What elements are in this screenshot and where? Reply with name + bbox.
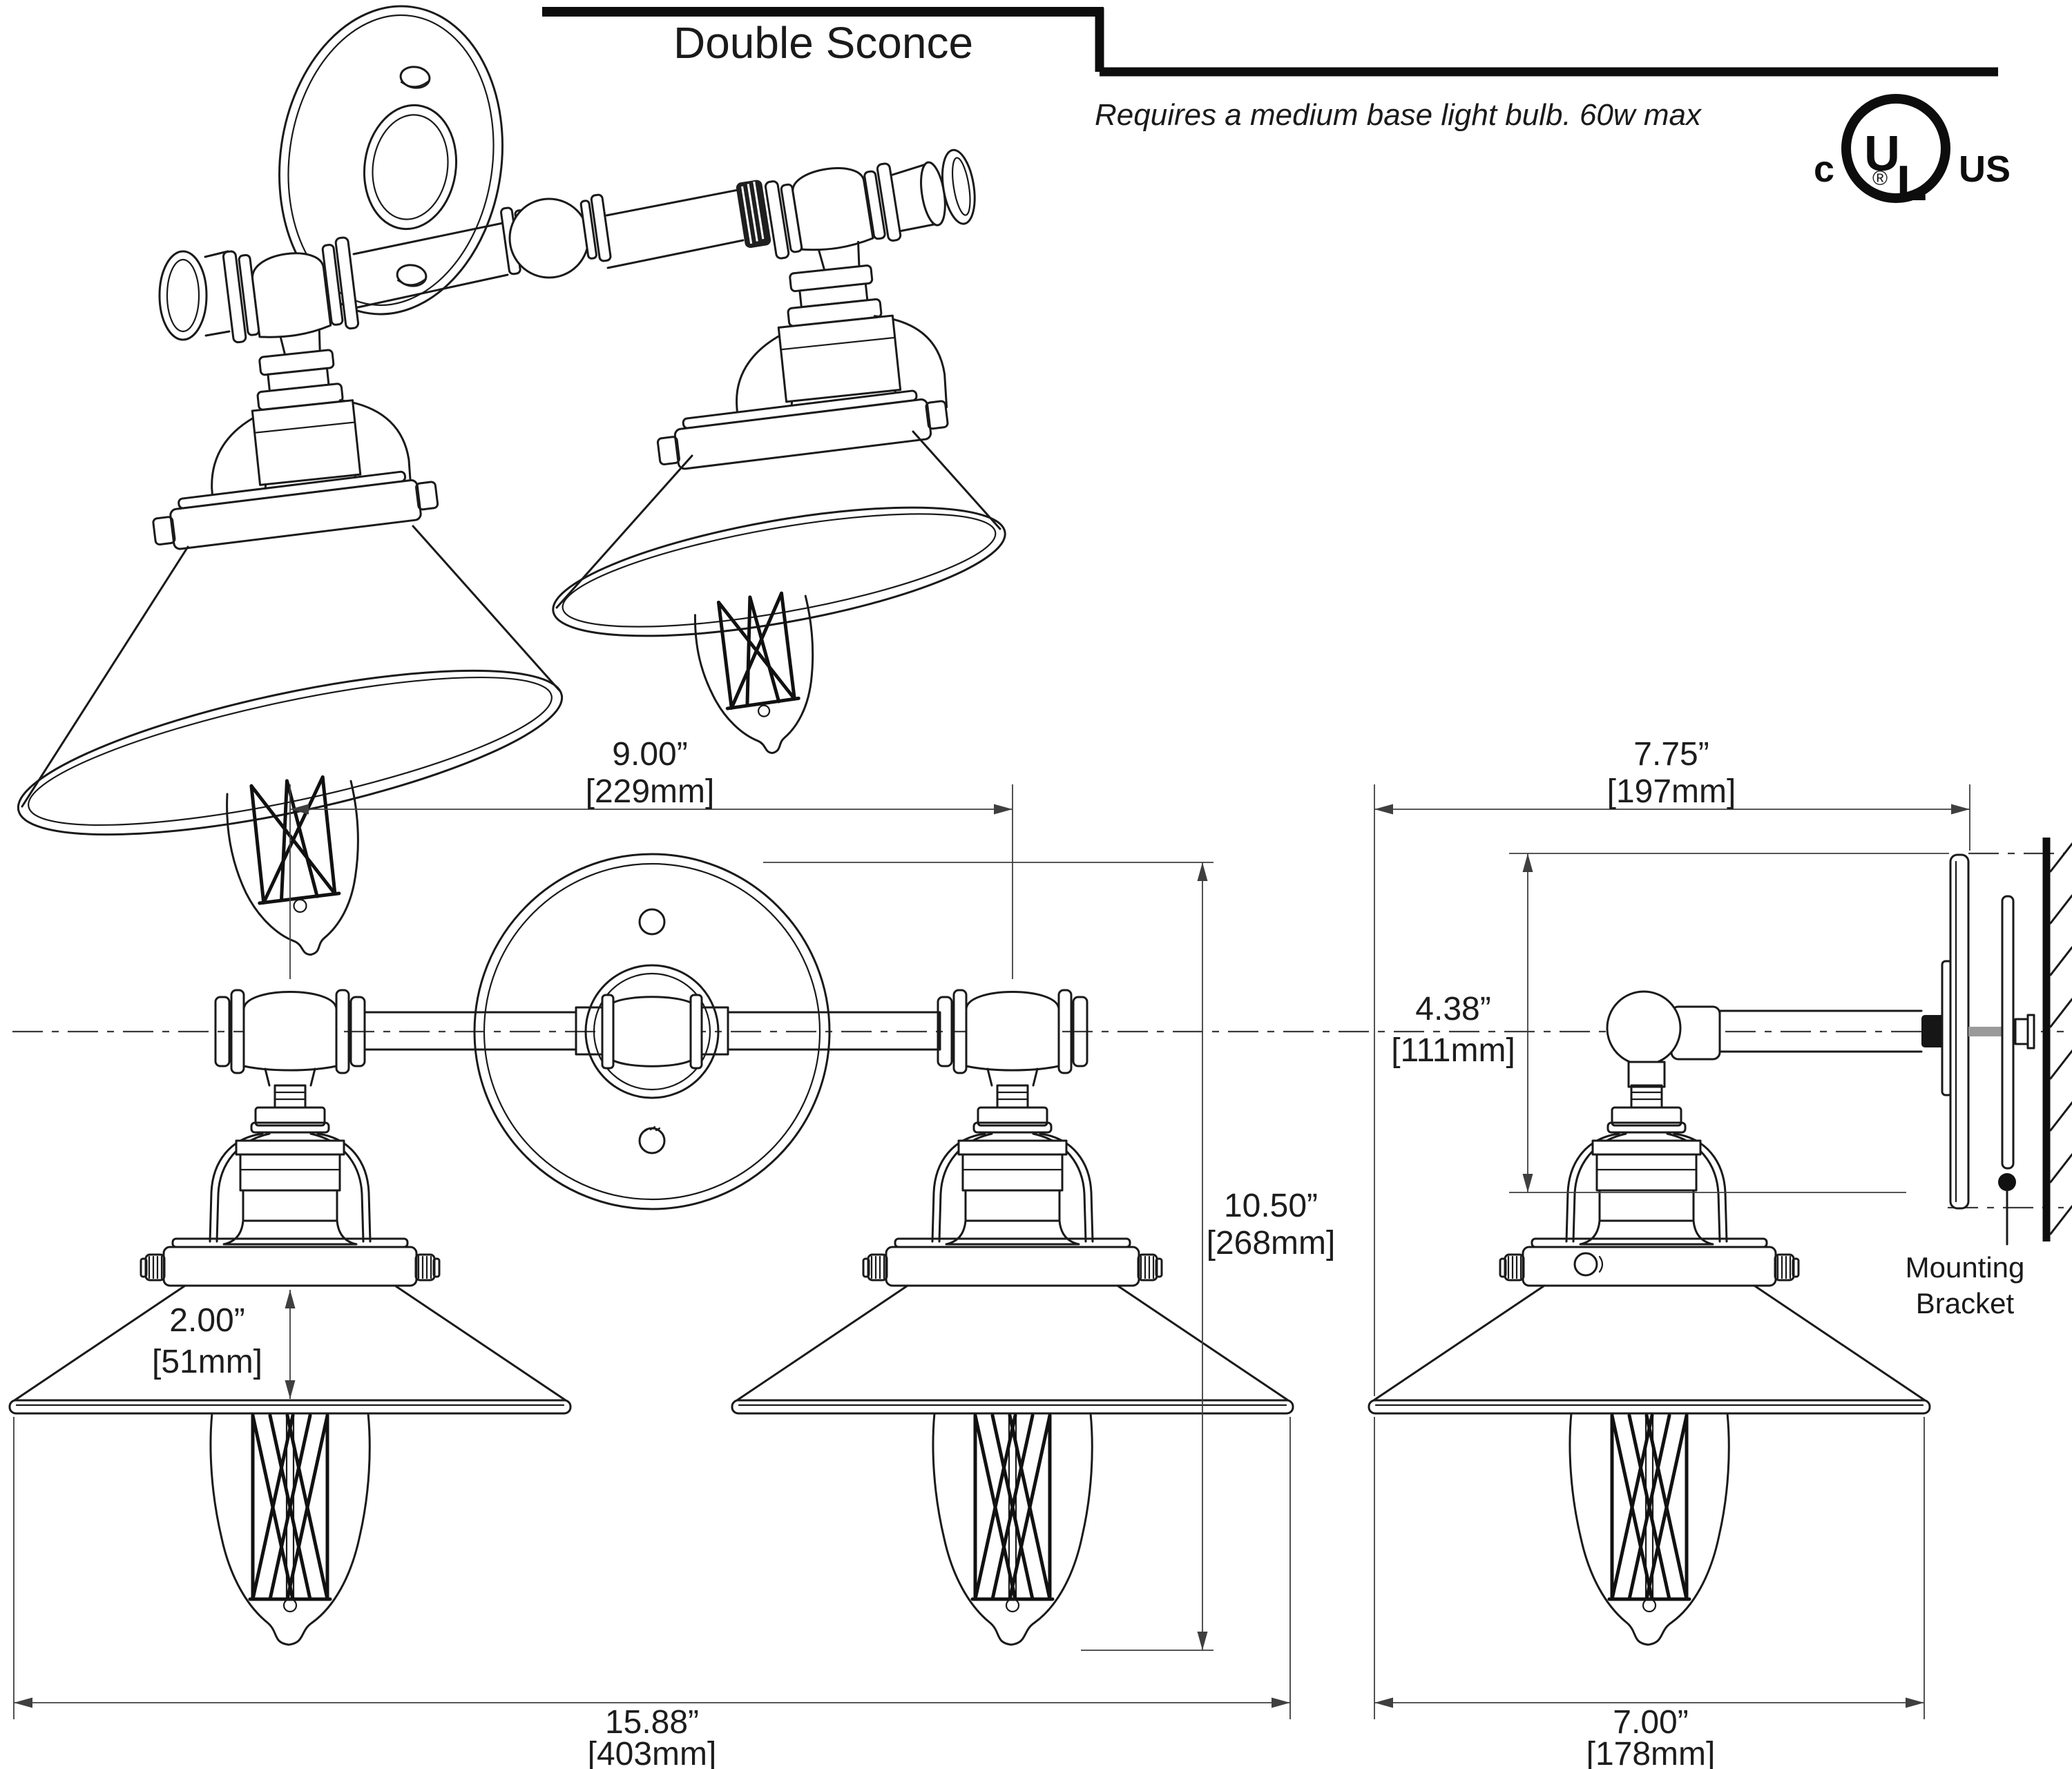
- leader-dot-icon: [1998, 1173, 2016, 1191]
- mounting-bracket-callout: Mounting Bracket: [1906, 1173, 2025, 1320]
- screw-top-icon: [399, 66, 431, 89]
- dim-center-drop-in: 4.38”: [1415, 991, 1490, 1027]
- knurled-coupling-icon: [736, 180, 771, 249]
- front-lamp-right: [732, 990, 1293, 1645]
- ul-us-mark: US: [1959, 148, 2011, 190]
- dim-overall-height: 10.50” [268mm]: [763, 862, 1336, 1651]
- ul-canada-mark: c: [1814, 148, 1834, 190]
- dim-lamp-spacing: 9.00” [229mm]: [289, 736, 1013, 979]
- wall-hatching: [2049, 842, 2072, 1235]
- dim-depth-in: 7.75”: [1633, 736, 1709, 773]
- mounting-bracket-label-2: Bracket: [1916, 1287, 2015, 1320]
- dim-shade-diameter: 7.00” [178mm]: [1374, 1417, 1925, 1769]
- dimensions: 9.00” [229mm] 7.75” [197mm] 10.50” [268m…: [13, 736, 1970, 1769]
- wall-plate-edge: [1949, 853, 1970, 1210]
- ball-joint: [1606, 990, 1682, 1066]
- mounting-bracket-bar: [2001, 895, 2015, 1170]
- wall-plate-outer: [473, 853, 831, 1210]
- wall-plate-inner: [483, 862, 821, 1201]
- dim-shade-height-mm: [51mm]: [152, 1344, 262, 1380]
- dim-lamp-spacing-in: 9.00”: [612, 736, 687, 773]
- front-view: [10, 853, 1293, 1645]
- dim-overall-height-mm: [268mm]: [1207, 1225, 1336, 1262]
- dim-overall-height-in: 10.50”: [1224, 1188, 1318, 1224]
- dim-shade-height: 2.00” [51mm]: [152, 1290, 296, 1399]
- arm-tube: [1718, 1009, 1923, 1053]
- side-view: [1369, 838, 2072, 1645]
- dim-overall-width-mm: [403mm]: [588, 1736, 717, 1769]
- dim-depth: 7.75” [197mm]: [1374, 736, 1970, 1396]
- dim-shade-diameter-in: 7.00”: [1613, 1704, 1688, 1741]
- screw-bottom-icon: [396, 264, 428, 287]
- ul-letter-l: L: [1897, 156, 1927, 211]
- mounting-hole-bottom: [638, 1127, 666, 1154]
- ul-registered-symbol: ®: [1872, 167, 1888, 190]
- page-title: Double Sconce: [673, 18, 973, 68]
- ul-certification-icon: U L ® c US: [1814, 94, 2011, 211]
- dim-lamp-spacing-mm: [229mm]: [586, 773, 715, 810]
- side-socket: [1565, 1084, 1728, 1246]
- dim-center-drop: 4.38” [111mm]: [1391, 853, 1949, 1193]
- dim-center-drop-mm: [111mm]: [1391, 1032, 1515, 1069]
- dim-overall-width: 15.88” [403mm]: [13, 1417, 1291, 1769]
- side-shade: [1369, 1239, 1930, 1645]
- dim-shade-height-in: 2.00”: [169, 1302, 244, 1339]
- dim-overall-width-in: 15.88”: [605, 1704, 699, 1741]
- mounting-hole-top: [638, 908, 666, 936]
- perspective-view: [17, 5, 1006, 956]
- ul-letter-u: U: [1864, 126, 1900, 182]
- mounting-bracket-label-1: Mounting: [1906, 1251, 2025, 1284]
- bulb-requirement-note: Requires a medium base light bulb. 60w m…: [1095, 98, 1702, 132]
- header: Double Sconce Requires a medium base lig…: [542, 7, 1998, 132]
- dim-shade-diameter-mm: [178mm]: [1586, 1736, 1716, 1769]
- dim-depth-mm: [197mm]: [1607, 773, 1736, 810]
- wall-nut: [1921, 1015, 1946, 1047]
